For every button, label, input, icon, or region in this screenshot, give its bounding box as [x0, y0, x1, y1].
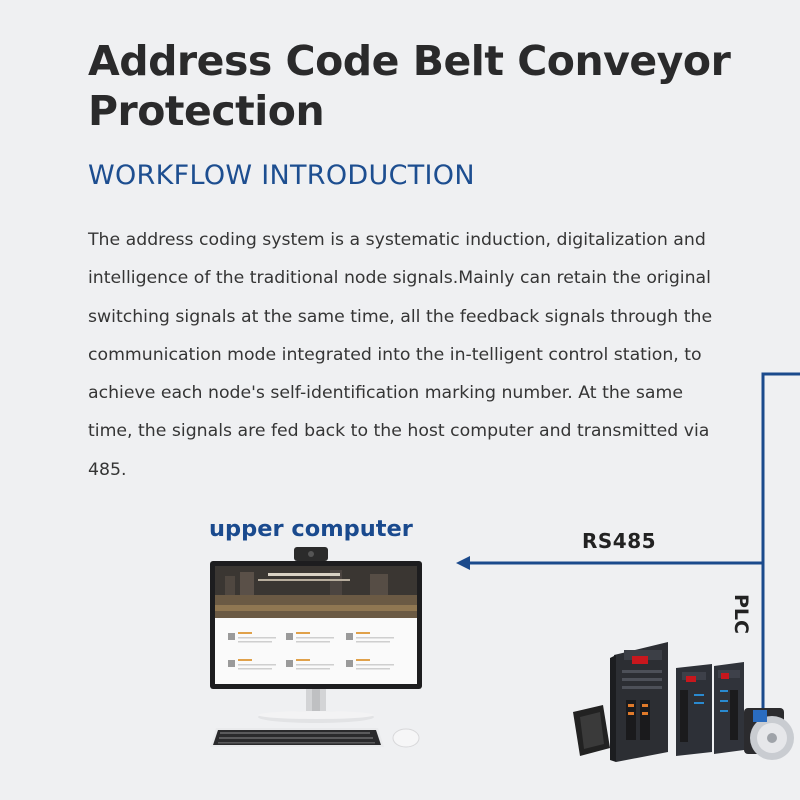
rs485-label: RS485 — [582, 529, 657, 553]
arrow-head-icon — [456, 556, 470, 570]
rs485-connection — [468, 372, 800, 730]
vertical-link-line — [761, 372, 800, 730]
monitor-icon — [210, 561, 422, 723]
keyboard-icon — [210, 728, 384, 747]
upper-computer-label: upper computer — [209, 516, 413, 542]
servo-motor-icon — [744, 708, 794, 760]
plc-label: PLC — [730, 594, 752, 634]
webcam-icon — [294, 547, 328, 561]
intro-paragraph: The address coding system is a systemati… — [88, 230, 713, 480]
page-title: Address Code Belt Conveyor Protection — [88, 37, 731, 135]
section-subtitle: WORKFLOW INTRODUCTION — [88, 160, 475, 191]
mouse-icon — [392, 728, 420, 748]
servo-drive-icon — [573, 642, 744, 762]
